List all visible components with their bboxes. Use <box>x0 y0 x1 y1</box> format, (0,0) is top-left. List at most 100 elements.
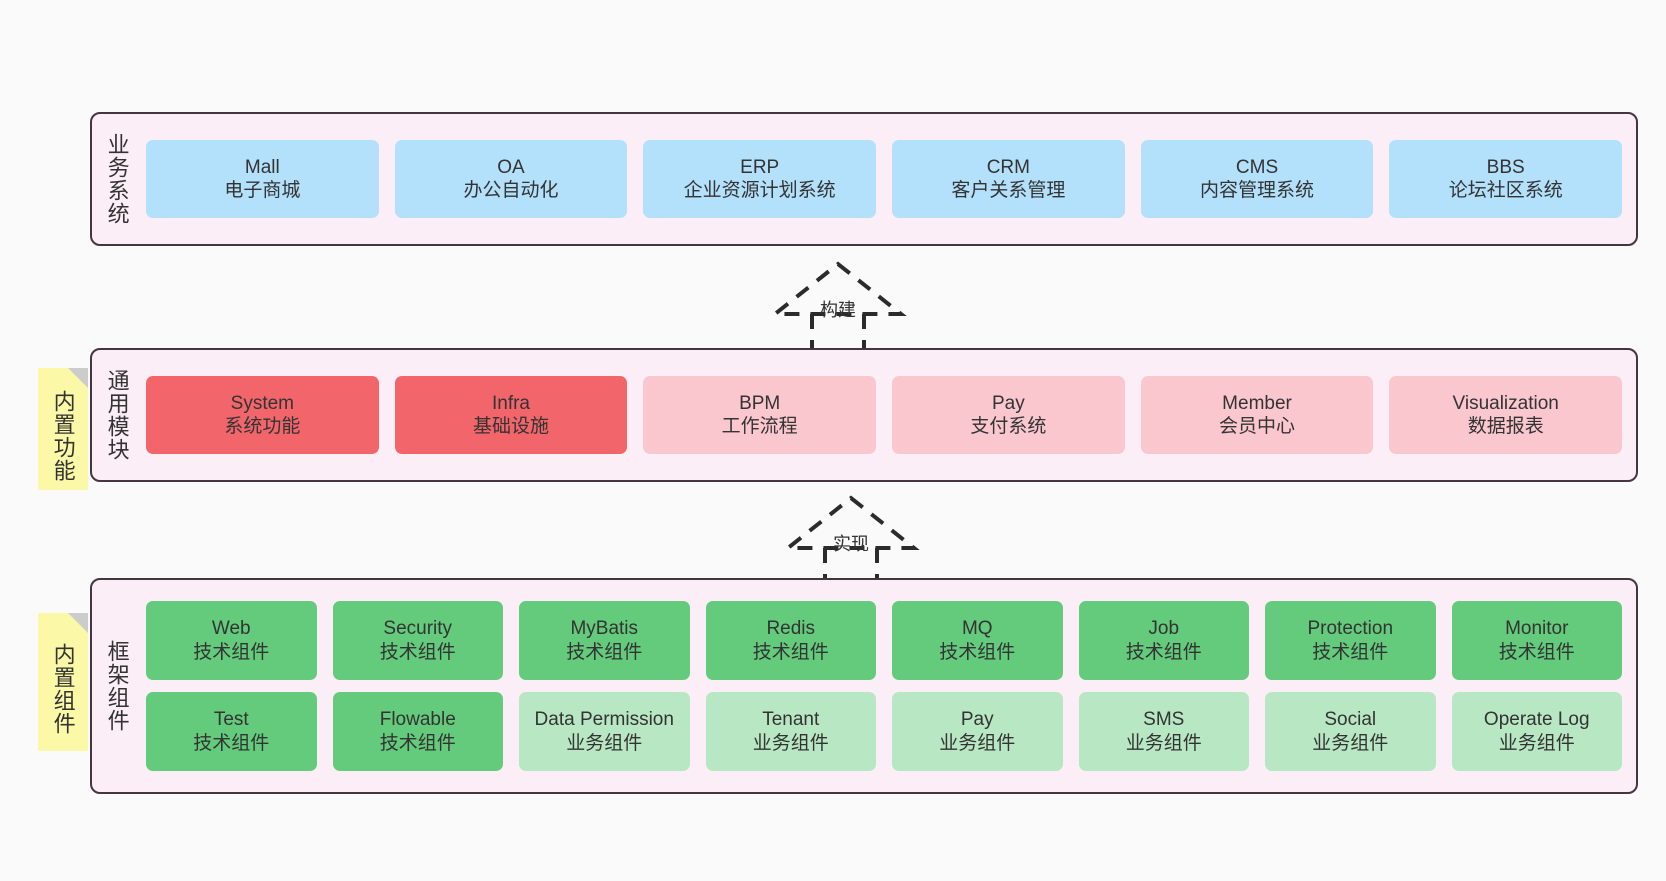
node-subtitle: 技术组件 <box>379 732 456 754</box>
arrow-implement: 实现 <box>776 492 926 584</box>
node-title: SMS <box>1143 709 1185 731</box>
node-member[interactable]: Member 会员中心 <box>1140 376 1374 454</box>
node-subtitle: 技术组件 <box>752 641 829 663</box>
node-title: Flowable <box>379 709 456 731</box>
node-title: Visualization <box>1452 392 1559 414</box>
node-subtitle: 电子商城 <box>224 180 301 201</box>
node-title: Pay <box>991 392 1025 414</box>
node-title: Pay <box>960 709 994 731</box>
node-oa[interactable]: OA 办公自动化 <box>394 140 628 218</box>
node-bpm[interactable]: BPM 工作流程 <box>643 376 877 454</box>
node-test[interactable]: Test 技术组件 <box>146 692 317 771</box>
node-visualization[interactable]: Visualization 数据报表 <box>1389 376 1623 454</box>
node-web[interactable]: Web 技术组件 <box>146 601 317 680</box>
node-subtitle: 技术组件 <box>939 641 1016 663</box>
arrow-label-build: 构建 <box>820 300 856 320</box>
node-subtitle: 数据报表 <box>1467 416 1544 437</box>
node-protection[interactable]: Protection 技术组件 <box>1265 601 1436 680</box>
node-subtitle: 内容管理系统 <box>1200 180 1315 201</box>
node-title: CRM <box>986 156 1030 178</box>
node-subtitle: 办公自动化 <box>463 180 559 201</box>
node-pay-module[interactable]: Pay 支付系统 <box>892 376 1125 454</box>
node-title: System <box>230 392 295 414</box>
arrow-build: 构建 <box>763 258 913 350</box>
node-subtitle: 业务组件 <box>1125 732 1202 754</box>
node-subtitle: 技术组件 <box>1498 641 1575 663</box>
layer-body-business: Mall 电子商城 OA 办公自动化 ERP 企业资源计划系统 CRM 客户关系… <box>142 114 1636 244</box>
layer-title-framework: 框架组件 <box>104 640 130 732</box>
node-cms[interactable]: CMS 内容管理系统 <box>1140 140 1374 218</box>
node-subtitle: 工作流程 <box>721 416 798 437</box>
node-title: Redis <box>766 618 816 640</box>
node-title: Operate Log <box>1483 709 1590 731</box>
layer-business-systems: 业务系统 Mall 电子商城 OA 办公自动化 ERP 企业资源计划系统 CRM… <box>90 112 1638 246</box>
node-subtitle: 业务组件 <box>752 732 829 754</box>
layer-body-framework: Web 技术组件 Security 技术组件 MyBatis 技术组件 Redi… <box>142 580 1636 792</box>
node-redis[interactable]: Redis 技术组件 <box>705 601 876 680</box>
node-pay-component[interactable]: Pay 业务组件 <box>892 692 1063 771</box>
node-title: BPM <box>739 392 781 414</box>
layer-title-business: 业务系统 <box>104 133 130 225</box>
node-subtitle: 支付系统 <box>970 416 1047 437</box>
layer-common-modules: 通用模块 System 系统功能 Infra 基础设施 BPM 工作流程 Pay… <box>90 348 1638 482</box>
note-label: 内置功能 <box>50 390 76 482</box>
node-mq[interactable]: MQ 技术组件 <box>892 601 1063 680</box>
node-title: Security <box>383 618 453 640</box>
node-infra[interactable]: Infra 基础设施 <box>394 376 628 454</box>
node-subtitle: 技术组件 <box>193 732 270 754</box>
node-mall[interactable]: Mall 电子商城 <box>146 140 379 218</box>
node-mybatis[interactable]: MyBatis 技术组件 <box>519 601 690 680</box>
node-title: BBS <box>1486 156 1525 178</box>
dashed-generalization-arrow-icon <box>769 261 907 350</box>
node-bbs[interactable]: BBS 论坛社区系统 <box>1389 140 1623 218</box>
node-title: Monitor <box>1505 618 1569 640</box>
node-title: MyBatis <box>570 618 639 640</box>
node-title: Job <box>1148 618 1180 640</box>
node-subtitle: 业务组件 <box>1498 732 1575 754</box>
node-flowable[interactable]: Flowable 技术组件 <box>332 692 503 771</box>
node-crm[interactable]: CRM 客户关系管理 <box>892 140 1125 218</box>
node-erp[interactable]: ERP 企业资源计划系统 <box>643 140 877 218</box>
layer-row: Test 技术组件 Flowable 技术组件 Data Permission … <box>146 692 1622 771</box>
node-subtitle: 客户关系管理 <box>951 180 1066 201</box>
node-social[interactable]: Social 业务组件 <box>1265 692 1436 771</box>
node-title: Tenant <box>762 709 820 731</box>
node-subtitle: 技术组件 <box>379 641 456 663</box>
arrow-label-implement: 实现 <box>833 534 869 554</box>
node-title: CMS <box>1235 156 1279 178</box>
node-subtitle: 企业资源计划系统 <box>683 180 836 201</box>
node-subtitle: 系统功能 <box>224 416 301 437</box>
layer-title-common: 通用模块 <box>104 369 130 461</box>
node-title: ERP <box>740 156 780 178</box>
node-title: Mall <box>244 156 280 178</box>
layer-framework-components: 框架组件 Web 技术组件 Security 技术组件 MyBatis 技术组件… <box>90 578 1638 794</box>
node-monitor[interactable]: Monitor 技术组件 <box>1451 601 1622 680</box>
node-title: Infra <box>491 392 531 414</box>
node-data-permission[interactable]: Data Permission 业务组件 <box>519 692 690 771</box>
node-job[interactable]: Job 技术组件 <box>1078 601 1249 680</box>
node-subtitle: 业务组件 <box>939 732 1016 754</box>
node-title: Web <box>211 618 251 640</box>
node-title: Protection <box>1307 618 1394 640</box>
node-tenant[interactable]: Tenant 业务组件 <box>705 692 876 771</box>
note-label: 内置组件 <box>50 643 76 735</box>
node-title: OA <box>497 156 525 178</box>
layer-row: Mall 电子商城 OA 办公自动化 ERP 企业资源计划系统 CRM 客户关系… <box>146 140 1623 218</box>
node-subtitle: 技术组件 <box>566 641 643 663</box>
node-sms[interactable]: SMS 业务组件 <box>1078 692 1249 771</box>
node-subtitle: 技术组件 <box>1312 641 1389 663</box>
node-subtitle: 技术组件 <box>193 641 270 663</box>
node-security[interactable]: Security 技术组件 <box>332 601 503 680</box>
note-builtin-component: 内置组件 <box>38 613 88 751</box>
node-operate-log[interactable]: Operate Log 业务组件 <box>1451 692 1622 771</box>
node-subtitle: 论坛社区系统 <box>1448 180 1563 201</box>
node-subtitle: 技术组件 <box>1125 641 1202 663</box>
node-subtitle: 会员中心 <box>1219 416 1296 437</box>
node-subtitle: 基础设施 <box>473 416 550 437</box>
node-title: MQ <box>961 618 993 640</box>
node-system[interactable]: System 系统功能 <box>146 376 379 454</box>
node-title: Data Permission <box>534 709 674 731</box>
node-title: Test <box>213 709 249 731</box>
node-title: Social <box>1324 709 1377 731</box>
node-title: Member <box>1222 392 1292 414</box>
